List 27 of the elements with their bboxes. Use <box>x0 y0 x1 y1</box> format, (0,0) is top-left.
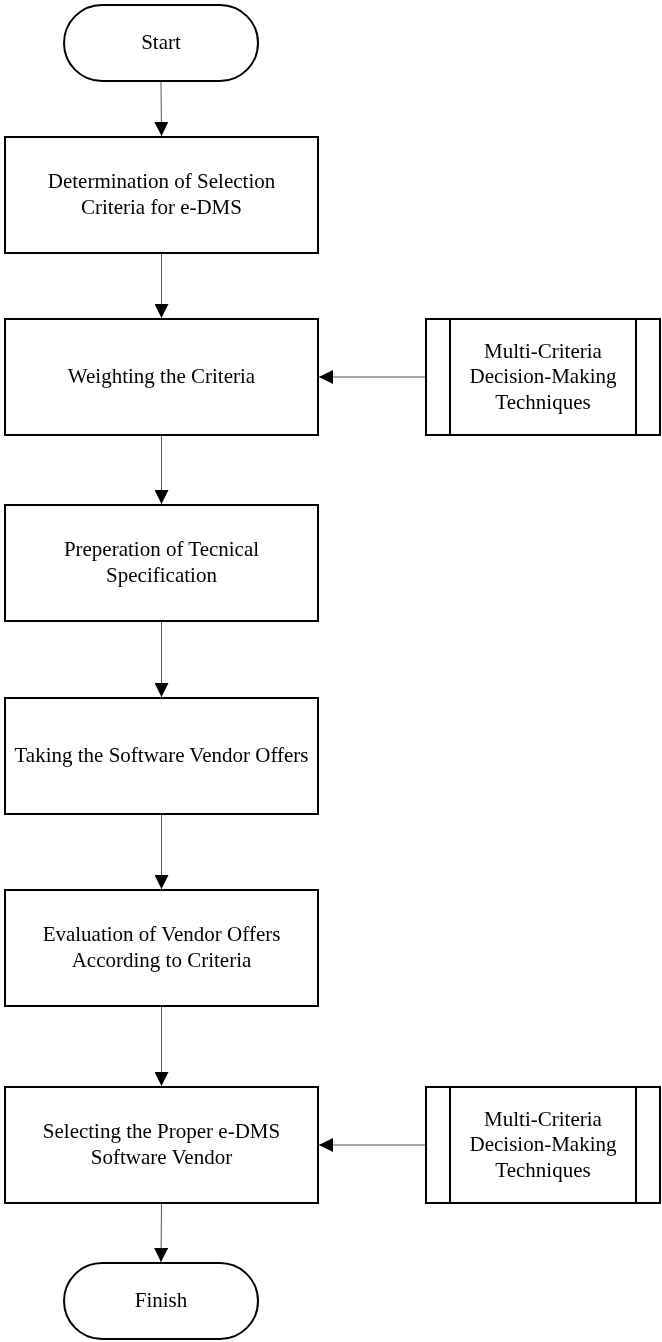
process-box <box>4 889 319 1007</box>
arrow <box>154 814 169 890</box>
process-box <box>4 504 319 622</box>
node-label: Weighting the Criteria <box>66 364 257 390</box>
process-box <box>4 1086 319 1204</box>
arrow <box>154 1006 169 1087</box>
node-label: Multi-Criteria Decision-Making Techniques <box>468 338 618 416</box>
process-box <box>4 318 319 436</box>
arrow <box>154 621 169 698</box>
node-label: Start <box>140 30 182 56</box>
node-label: Preperation of Tecnical Specification <box>62 537 261 589</box>
arrow <box>154 253 169 319</box>
node-label: Taking the Software Vendor Offers <box>13 743 310 769</box>
arrow <box>154 81 169 137</box>
process-box <box>4 136 319 254</box>
subprocess-box <box>425 318 661 436</box>
arrow <box>154 435 169 505</box>
node-label: Selecting the Proper e-DMS Software Vendor <box>41 1119 282 1171</box>
node-label: Evaluation of Vendor Offers According to Criteria <box>41 922 282 974</box>
process-box <box>4 697 319 815</box>
arrow <box>318 370 426 384</box>
node-label: Finish <box>133 1288 189 1314</box>
subprocess-box <box>425 1086 661 1204</box>
node-label: Multi-Criteria Decision-Making Techniques <box>468 1106 618 1184</box>
node-label: Determination of Selection Criteria for e-DMS <box>46 169 277 221</box>
arrow <box>318 1138 426 1152</box>
arrow <box>154 1203 169 1263</box>
